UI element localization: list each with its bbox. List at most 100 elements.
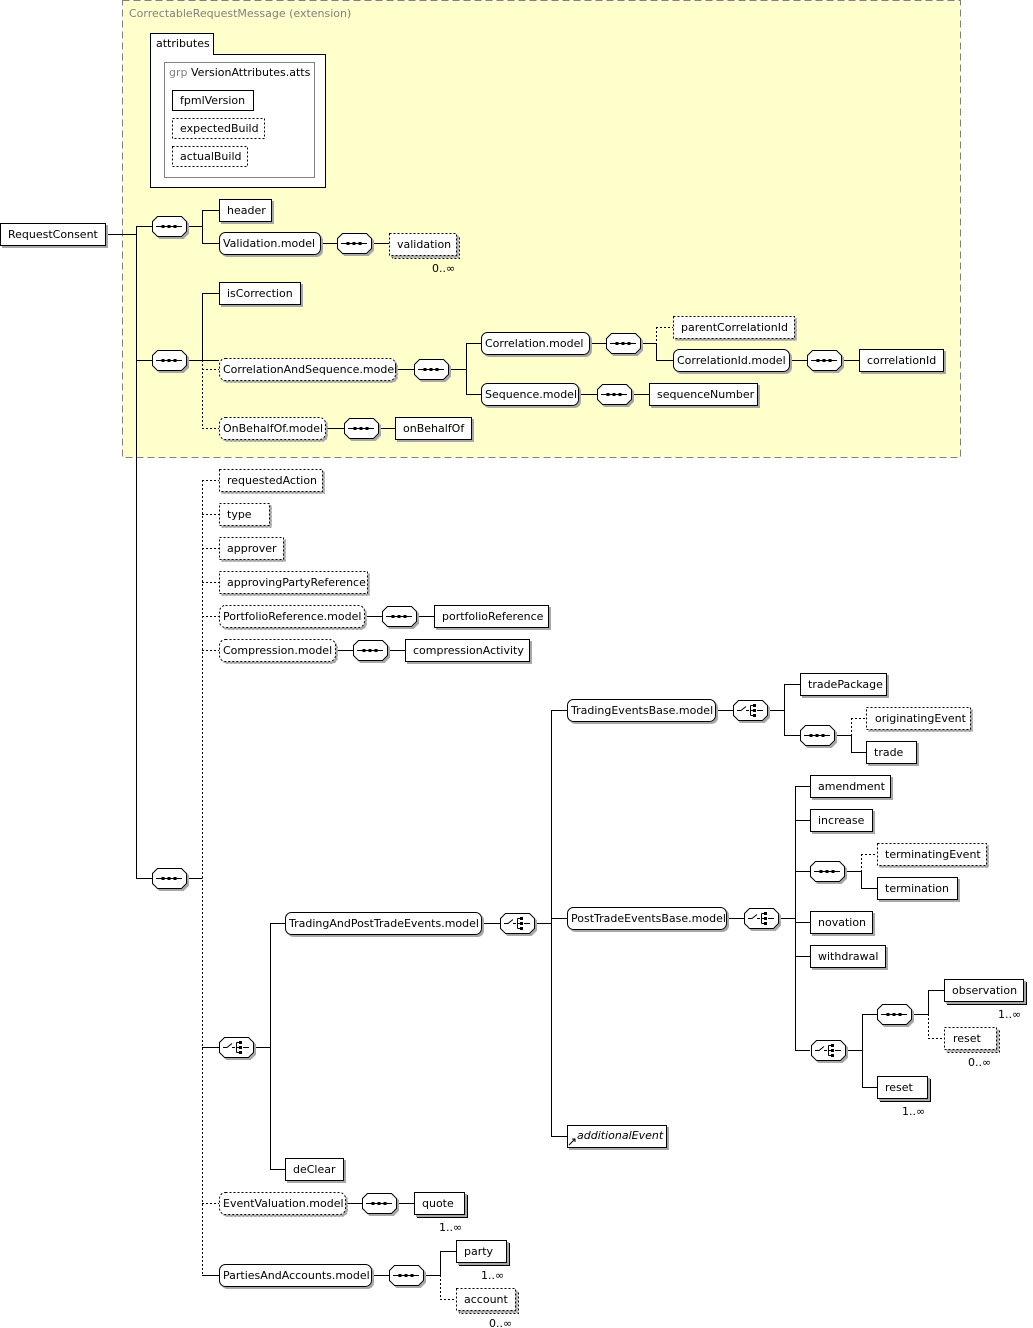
sequence-compositor-icon[interactable] <box>810 861 845 882</box>
sequence-compositor-icon[interactable] <box>414 359 449 380</box>
group-correlationId-model[interactable]: CorrelationId.model <box>673 349 790 372</box>
element-originatingEvent[interactable]: originatingEvent <box>866 707 971 730</box>
element-termination[interactable]: termination <box>877 877 958 900</box>
element-deClear-label: deClear <box>293 1163 336 1176</box>
group-references[interactable]: Validation.model CorrelationAndSequence.… <box>219 232 790 1287</box>
element-novation[interactable]: novation <box>810 911 873 934</box>
extension-title: CorrectableRequestMessage (extension) <box>129 7 351 20</box>
sequence-compositor-icon[interactable] <box>353 640 388 661</box>
element-novation-label: novation <box>818 916 866 929</box>
element-approvingPartyReference-label: approvingPartyReference <box>227 576 366 589</box>
optional-element-boxes[interactable]: validation parentCorrelationId requested… <box>219 233 1000 1314</box>
element-terminatingEvent[interactable]: terminatingEvent <box>877 843 987 866</box>
sequence-compositor-icon[interactable] <box>597 384 632 405</box>
element-isCorrection[interactable]: isCorrection <box>219 282 301 305</box>
element-amendment[interactable]: amendment <box>810 775 891 798</box>
attributes-label: attributes <box>156 37 210 50</box>
element-tradePackage[interactable]: tradePackage <box>800 673 887 696</box>
compositors[interactable] <box>152 216 912 1286</box>
attribute-actualBuild-label: actualBuild <box>180 150 241 163</box>
group-portfolioReference-model-label: PortfolioReference.model <box>223 610 361 623</box>
cardinality-reset-optional: 0..∞ <box>968 1056 991 1069</box>
element-type[interactable]: type <box>219 503 270 526</box>
sequence-compositor-icon[interactable] <box>382 606 417 627</box>
sequence-compositor-icon[interactable] <box>344 418 379 439</box>
group-postTradeEventsBase-model-label: PostTradeEventsBase.model <box>571 912 726 925</box>
choice-compositor-icon[interactable] <box>811 1040 846 1061</box>
element-account[interactable]: account <box>456 1288 519 1314</box>
element-increase-label: increase <box>818 814 865 827</box>
element-reset-optional[interactable]: reset <box>944 1027 1000 1053</box>
sequence-compositor-icon[interactable] <box>606 333 641 354</box>
choice-compositor-icon[interactable] <box>733 700 768 721</box>
group-eventValuation-model-label: EventValuation.model <box>223 1197 344 1210</box>
sequence-compositor-icon[interactable] <box>152 868 187 889</box>
element-trade[interactable]: trade <box>866 741 917 764</box>
sequence-compositor-icon[interactable] <box>152 216 187 237</box>
element-requestedAction-label: requestedAction <box>227 474 317 487</box>
element-approver[interactable]: approver <box>219 537 284 560</box>
element-increase[interactable]: increase <box>810 809 873 832</box>
group-sequence-model-label: Sequence.model <box>485 388 577 401</box>
element-onBehalfOf[interactable]: onBehalfOf <box>395 417 472 440</box>
group-correlation-and-sequence-model[interactable]: CorrelationAndSequence.model <box>219 358 398 381</box>
element-parentCorrelationId[interactable]: parentCorrelationId <box>673 316 795 339</box>
sequence-compositor-icon[interactable] <box>152 350 187 371</box>
attribute-fpmlVersion-label: fpmlVersion <box>180 94 245 107</box>
element-terminatingEvent-label: terminatingEvent <box>885 848 981 861</box>
element-approvingPartyReference[interactable]: approvingPartyReference <box>219 571 368 594</box>
group-correlation-model[interactable]: Correlation.model <box>481 332 590 355</box>
attribute-fpmlVersion[interactable] <box>172 90 254 111</box>
element-portfolioReference[interactable]: portfolioReference <box>434 605 549 628</box>
element-sequenceNumber[interactable]: sequenceNumber <box>649 383 758 406</box>
connector-lines <box>106 210 944 1300</box>
element-parentCorrelationId-label: parentCorrelationId <box>681 321 788 334</box>
element-reset[interactable]: reset <box>877 1076 931 1102</box>
sequence-compositor-icon[interactable] <box>807 350 842 371</box>
element-party[interactable]: party <box>456 1240 510 1266</box>
attribute-actualBuild[interactable] <box>172 146 248 167</box>
sequence-compositor-icon[interactable] <box>877 1004 912 1025</box>
group-validation-model[interactable]: Validation.model <box>219 232 321 255</box>
group-partiesAndAccounts-model[interactable]: PartiesAndAccounts.model <box>219 1264 372 1287</box>
element-reset-optional-label: reset <box>953 1032 982 1045</box>
group-tradingEventsBase-model[interactable]: TradingEventsBase.model <box>567 699 716 722</box>
element-deClear[interactable]: deClear <box>285 1158 344 1181</box>
element-quote-label: quote <box>422 1197 454 1210</box>
cardinalities: 0..∞ 1..∞ 0..∞ 1..∞ 1..∞ 1..∞ 0..∞ <box>432 262 1021 1328</box>
group-postTradeEventsBase-model[interactable]: PostTradeEventsBase.model <box>567 907 727 930</box>
element-quote[interactable]: quote <box>414 1192 468 1218</box>
substitution-arrow-icon <box>568 1138 576 1146</box>
sequence-compositor-icon[interactable] <box>337 233 372 254</box>
group-compression-model[interactable]: Compression.model <box>219 639 336 662</box>
cardinality-party: 1..∞ <box>481 1269 504 1282</box>
group-sequence-model[interactable]: Sequence.model <box>481 383 579 406</box>
sequence-compositor-icon[interactable] <box>800 725 835 746</box>
group-portfolioReference-model[interactable]: PortfolioReference.model <box>219 605 365 628</box>
cardinality-validation: 0..∞ <box>432 262 455 275</box>
element-tradePackage-label: tradePackage <box>808 678 883 691</box>
attribute-expectedBuild[interactable] <box>172 118 265 139</box>
choice-compositor-icon[interactable] <box>744 908 779 929</box>
sequence-compositor-icon[interactable] <box>389 1265 424 1286</box>
root-element[interactable]: RequestConsent <box>0 223 106 246</box>
group-onBehalfOf-model[interactable]: OnBehalfOf.model <box>219 417 326 440</box>
group-tradingAndPostTradeEvents-model[interactable]: TradingAndPostTradeEvents.model <box>285 912 482 935</box>
element-validation[interactable]: validation <box>389 233 460 259</box>
element-header[interactable]: header <box>219 199 272 222</box>
element-compressionActivity[interactable]: compressionActivity <box>405 639 530 662</box>
sequence-compositor-icon[interactable] <box>362 1193 397 1214</box>
group-eventValuation-model[interactable]: EventValuation.model <box>219 1192 346 1215</box>
element-approver-label: approver <box>227 542 277 555</box>
element-header-label: header <box>227 204 266 217</box>
element-observation[interactable]: observation <box>944 979 1027 1005</box>
element-requestedAction[interactable]: requestedAction <box>219 469 323 492</box>
cardinality-account: 0..∞ <box>489 1317 512 1328</box>
element-withdrawal[interactable]: withdrawal <box>810 945 886 968</box>
element-correlationId[interactable]: correlationId <box>859 349 944 372</box>
choice-compositor-icon[interactable] <box>500 913 535 934</box>
choice-compositor-icon[interactable] <box>219 1037 254 1058</box>
element-additionalEvent[interactable]: additionalEvent <box>567 1125 667 1148</box>
element-boxes[interactable]: header isCorrection correlationId sequen… <box>219 199 1027 1266</box>
